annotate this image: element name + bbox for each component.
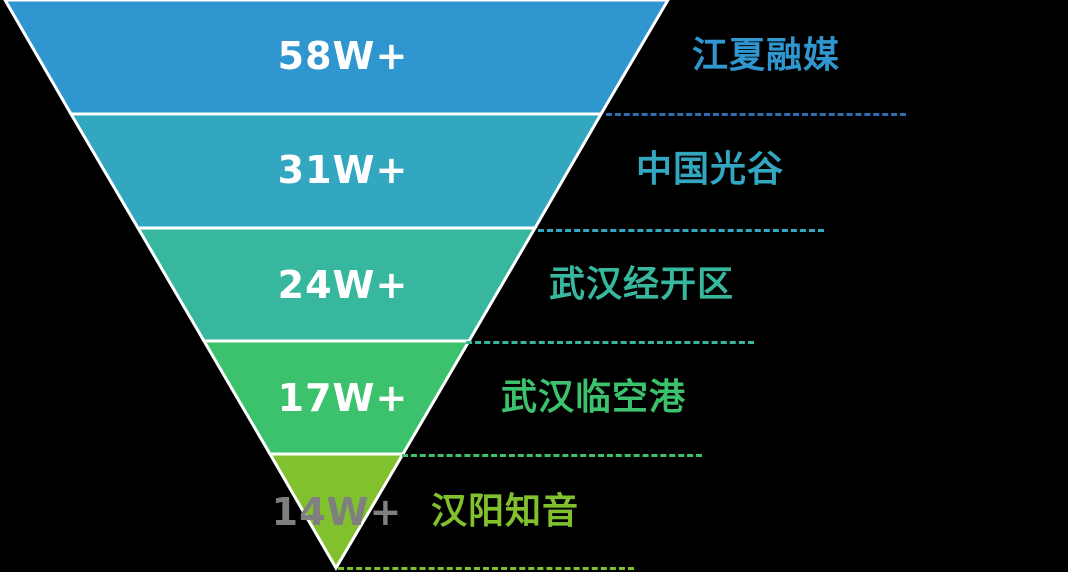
level-4-value: 17W+	[277, 376, 409, 420]
level-1-value: 58W+	[277, 34, 409, 78]
level-2-value: 31W+	[277, 148, 409, 192]
level-3-value: 24W+	[277, 263, 409, 307]
level-5-value: 14W+	[271, 490, 403, 534]
level-4-label: 武汉临空港	[501, 377, 687, 418]
level-3-label: 武汉经开区	[549, 264, 735, 305]
separator-line-4	[402, 454, 702, 457]
level-2-label: 中国光谷	[636, 149, 785, 190]
level-1-label: 江夏融媒	[692, 35, 841, 76]
separator-line-2	[538, 229, 824, 232]
level-5-label: 汉阳知音	[431, 491, 580, 532]
separator-line-5	[338, 567, 634, 570]
separator-line-3	[466, 341, 754, 344]
separator-line-1	[606, 113, 906, 116]
funnel-layer-5	[267, 452, 406, 571]
